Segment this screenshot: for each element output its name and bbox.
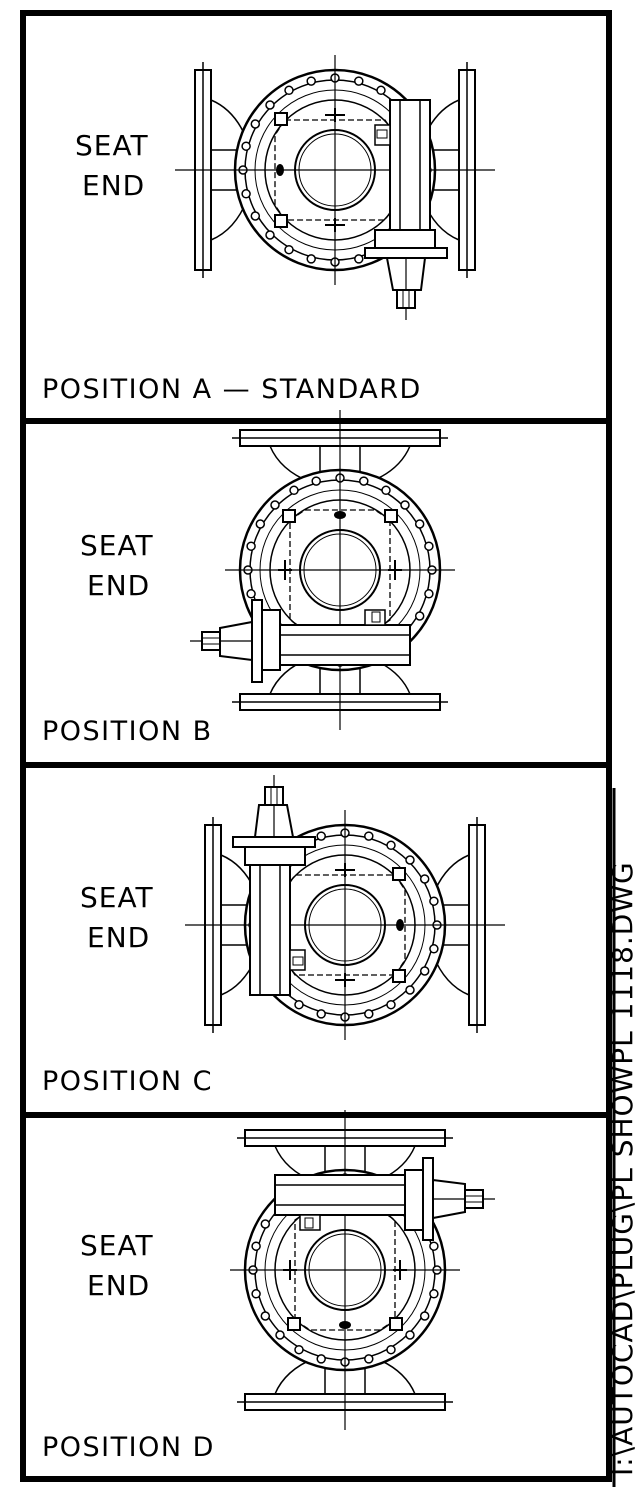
valve-drawing-d: [228, 1108, 496, 1432]
seat-end-label: SEAT: [80, 881, 154, 914]
panel-position-c: SEAT END POSITION C: [42, 774, 507, 1097]
seat-end-label: SEAT: [75, 129, 149, 162]
position-label: POSITION B: [42, 716, 213, 747]
valve-drawing-a: [173, 53, 497, 321]
seat-end-label: END: [87, 921, 150, 954]
valve-drawing-b: [189, 408, 457, 732]
seat-end-label: END: [82, 169, 145, 202]
outer-frame: [20, 10, 612, 1482]
file-path-label: I:\AUTOCAD\PLUG\PL SHOWPL 1118.DWG: [606, 861, 636, 1476]
valve-drawing-c: [183, 774, 507, 1042]
position-label: POSITION C: [42, 1066, 213, 1097]
panel-position-a: SEAT END POSITION A — STANDARD: [42, 53, 497, 405]
position-label: POSITION A — STANDARD: [42, 374, 422, 405]
panel-position-b: SEAT END POSITION B: [42, 408, 457, 747]
seat-end-label: SEAT: [80, 529, 154, 562]
seat-end-label: SEAT: [80, 1229, 154, 1262]
seat-end-label: END: [87, 569, 150, 602]
panel-position-d: SEAT END POSITION D: [42, 1108, 496, 1463]
position-label: POSITION D: [42, 1432, 215, 1463]
seat-end-label: END: [87, 1269, 150, 1302]
